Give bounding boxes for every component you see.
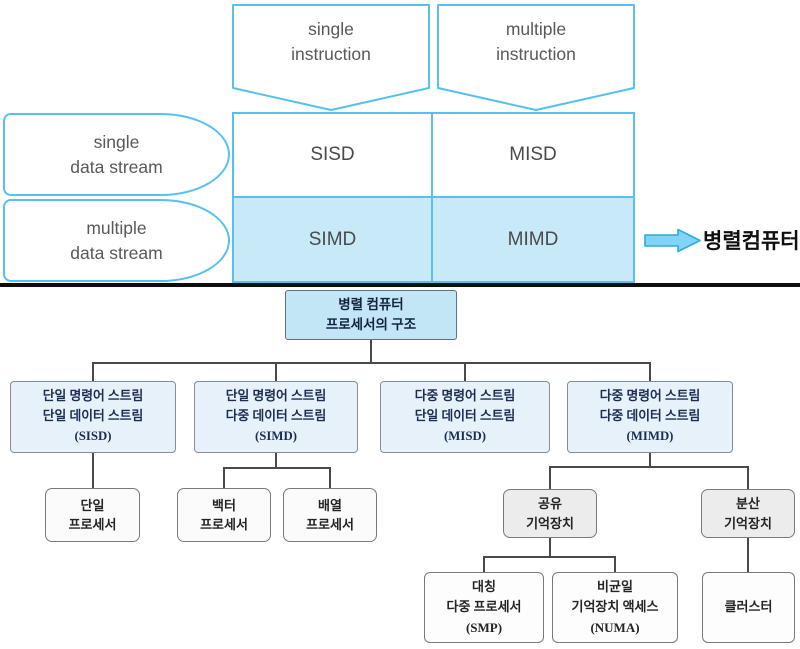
tree-node-cluster: 클러스터 [702,572,795,643]
tree-node-line3: (SIMD) [255,428,297,443]
tree-connector-line [747,538,749,572]
tree-connector-line [549,538,551,558]
tree-connector-line [92,362,94,381]
column-header-label: multiple instruction [437,17,635,67]
row-header-line2: data stream [70,156,163,177]
tree-node-line3: (MIMD) [626,428,674,443]
cell-simd: SIMD [234,198,433,281]
tree-node-line1: 클러스터 [724,599,773,615]
parallel-computer-label: 병렬컴퓨터 [703,230,800,253]
tree-node-line2: 프로세서 [306,517,354,532]
row-header-single-data-stream: single data stream [3,113,230,196]
tree-node-sisd: 단일 명령어 스트림 단일 데이터 스트림 (SISD) [10,381,176,453]
column-header-line1: multiple [505,19,567,39]
section-divider-line [0,283,800,287]
tree-connector-line [223,467,331,469]
tree-node-line1: 단일 [80,497,105,513]
cell-mimd: MIMD [433,198,633,281]
tree-node-line2: 프로세서의 구조 [325,317,417,332]
tree-connector-line [464,362,466,381]
tree-connector-line [370,340,372,363]
cell-misd: MISD [433,114,633,198]
tree-node-line1: 백터 [212,497,236,513]
tree-node-line1: 다중 명령어 스트림 [599,389,701,404]
tree-node-line1: 분산 [736,496,760,511]
row-header-label: single data stream [70,130,162,180]
tree-node-line1: 대칭 [472,579,496,595]
tree-node-root: 병렬 컴퓨터 프로세서의 구조 [285,290,457,340]
column-header-line2: instruction [496,44,576,64]
tree-connector-line [614,556,616,572]
tree-node-line1: 병렬 컴퓨터 [338,296,404,312]
tree-connector-line [92,362,651,364]
tree-node-shared-memory: 공유 기억장치 [503,489,597,538]
row-header-multiple-data-stream: multiple data stream [3,199,230,282]
row-header-line2: data stream [70,242,163,263]
tree-node-line1: 단일 명령어 스트림 [225,389,327,404]
right-arrow-icon [644,228,701,253]
tree-node-line3: (NUMA) [590,619,640,635]
tree-node-single-processor: 단일 프로세서 [45,488,140,542]
tree-connector-line [92,453,94,488]
tree-node-simd: 단일 명령어 스트림 다중 데이터 스트림 (SIMD) [194,381,358,453]
tree-node-line2: 단일 데이터 스트림 [414,409,516,424]
tree-connector-line [483,556,485,572]
tree-node-misd: 다중 명령어 스트림 단일 데이터 스트림 (MISD) [380,381,550,453]
tree-node-numa: 비균일 기억장치 액세스 (NUMA) [552,572,678,643]
column-header-label: single instruction [232,17,430,67]
tree-node-array-processor: 배열 프로세서 [283,488,377,542]
tree-node-line1: 비균일 [597,579,633,595]
tree-connector-line [549,466,749,468]
tree-node-line2: 프로세서 [68,517,117,532]
tree-connector-line [649,362,651,381]
column-header-single-instruction: single instruction [232,4,430,112]
tree-node-line2: 다중 데이터 스트림 [225,409,327,424]
tree-node-line3: (MISD) [444,428,486,443]
tree-node-line2: 다중 프로세서 [446,599,522,615]
tree-node-line3: (SISD) [74,428,112,443]
tree-connector-line [549,466,551,489]
banner-pointer-shape [437,4,635,111]
tree-node-smp: 대칭 다중 프로세서 (SMP) [424,572,544,643]
row-header-line1: multiple [86,217,147,238]
tree-node-line3: (SMP) [465,619,503,635]
tree-node-line2: 기억장치 [526,515,574,531]
tree-node-line2: 프로세서 [200,517,248,532]
tree-connector-line [275,453,277,469]
cell-sisd: SISD [234,114,433,198]
tree-connector-line [483,556,616,558]
tree-connector-line [747,466,749,489]
tree-connector-line [329,467,331,488]
column-header-line2: instruction [291,44,371,64]
tree-node-line1: 공유 [538,496,562,511]
column-header-line1: single [308,19,354,39]
tree-connector-line [649,453,651,468]
tree-node-line1: 단일 명령어 스트림 [42,389,144,404]
tree-node-line2: 단일 데이터 스트림 [42,409,144,424]
banner-pointer-shape [232,4,430,111]
tree-node-line2: 다중 데이터 스트림 [599,409,701,424]
column-header-multiple-instruction: multiple instruction [437,4,635,112]
tree-node-line1: 배열 [318,497,342,513]
tree-node-line2: 기억장치 [724,515,772,531]
tree-node-line2: 기억장치 액세스 [571,599,659,615]
flynn-matrix-grid: SISD MISD SIMD MIMD [232,112,635,283]
tree-node-vector-processor: 백터 프로세서 [177,488,271,542]
tree-node-line1: 다중 명령어 스트림 [414,389,516,404]
tree-connector-line [275,362,277,381]
row-header-line1: single [93,131,140,152]
tree-node-mimd: 다중 명령어 스트림 다중 데이터 스트림 (MIMD) [567,381,733,453]
tree-node-distributed-memory: 분산 기억장치 [701,489,795,538]
tree-connector-line [223,467,225,488]
row-header-label: multiple data stream [70,216,162,266]
